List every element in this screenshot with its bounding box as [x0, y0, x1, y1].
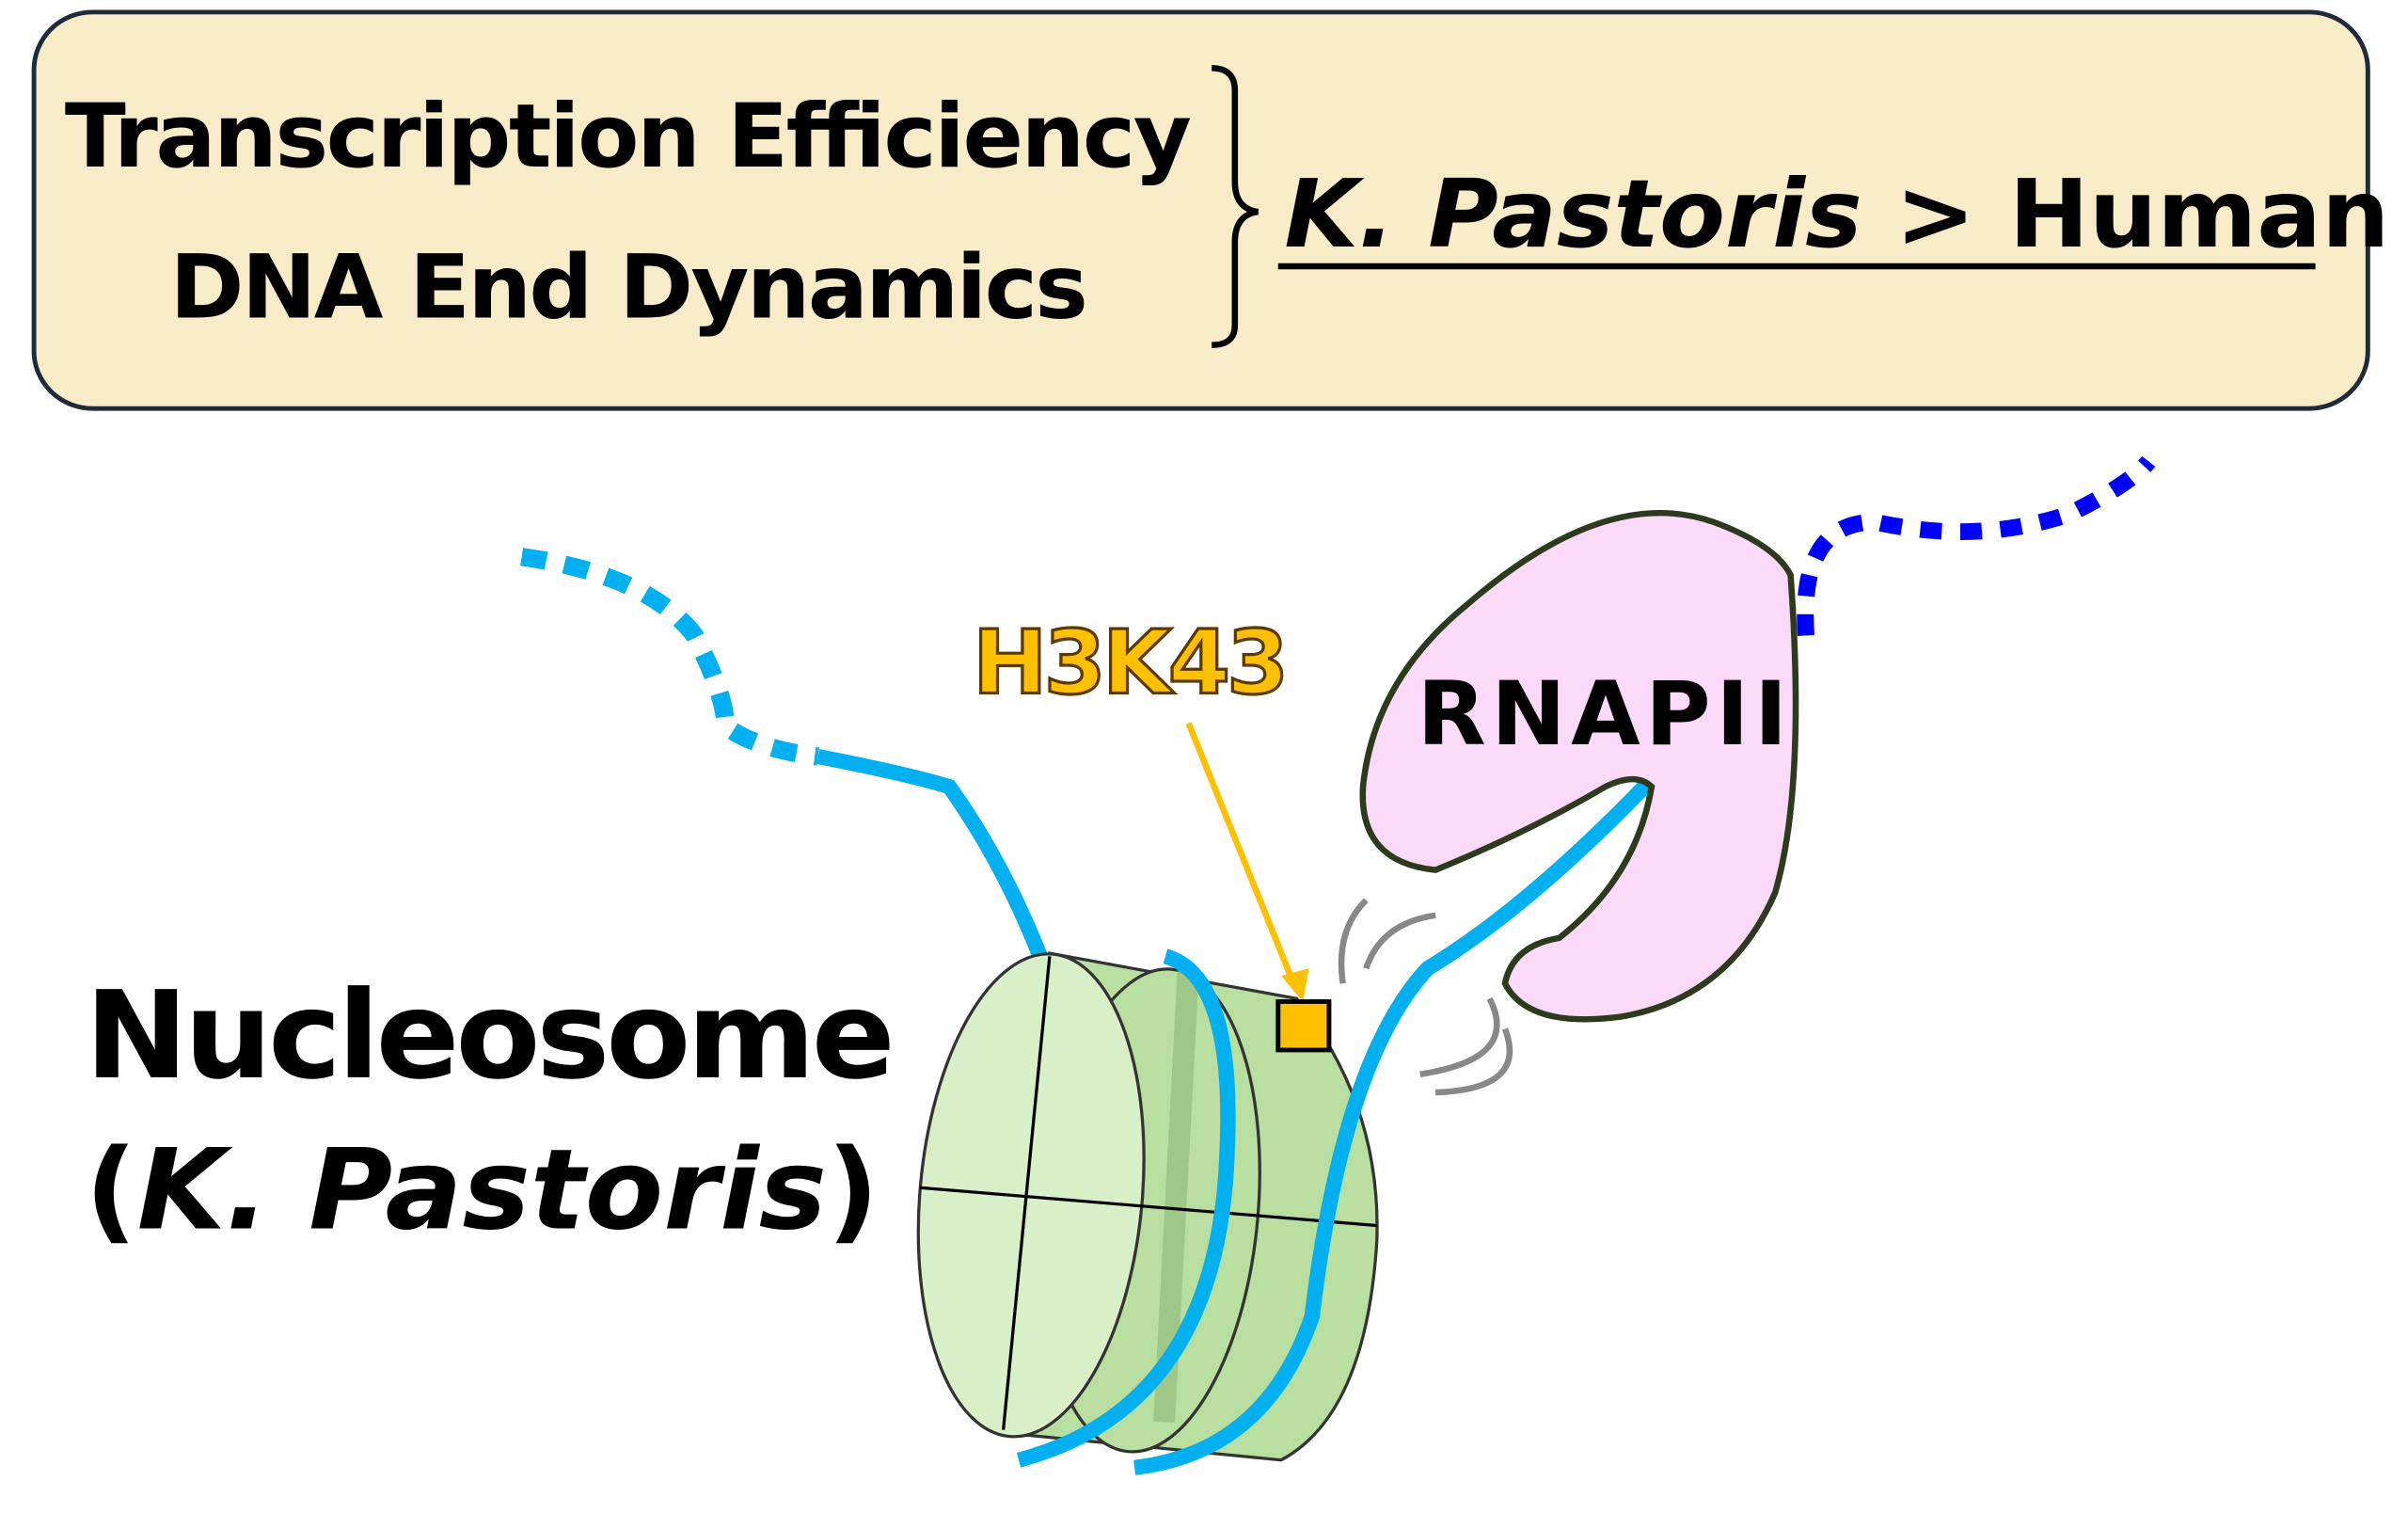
conclusion-text: K. Pastoris > Human — [1284, 160, 2389, 269]
rnapii-polymerase — [1359, 510, 1799, 1023]
summary-line-dna-end: DNA End Dynamics — [170, 238, 1088, 340]
summary-line-transcription: Transcription Efficiency — [65, 87, 1192, 188]
rnapii-label: RNAPII — [1417, 664, 1787, 766]
brace — [1212, 65, 1259, 348]
nucleosome-label: Nucleosome — [85, 964, 895, 1106]
h3k43-arrow — [1185, 722, 1300, 993]
upstream-dna — [816, 749, 1050, 964]
species-label: (K. Pastoris) — [85, 1125, 879, 1256]
summary-box — [31, 9, 2370, 411]
upstream-dna-dashed — [520, 548, 819, 766]
dna-wrap-1 — [1016, 948, 1236, 1468]
rna-transcript — [1797, 455, 2156, 636]
h3k43-label: H3K43 — [973, 613, 1289, 714]
h3k43-site — [1275, 999, 1332, 1053]
dna-wrap-2 — [1133, 773, 1657, 1475]
nucleosome — [916, 951, 1379, 1462]
vibration-icon — [1338, 898, 1513, 1096]
arrowhead-icon — [1281, 968, 1309, 1002]
